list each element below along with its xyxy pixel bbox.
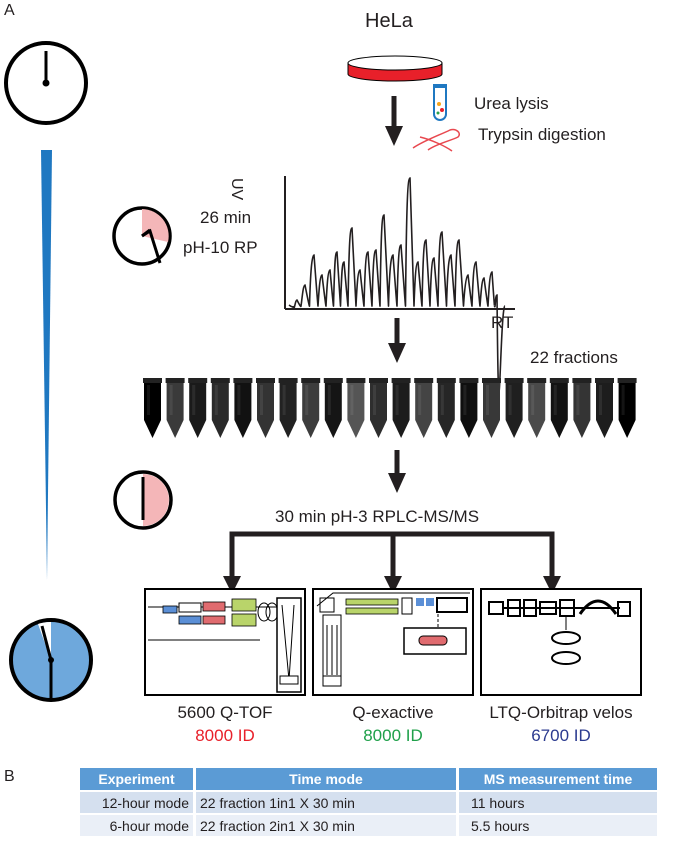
uv-axis-label: UV xyxy=(228,178,245,201)
fraction-tube xyxy=(595,378,614,438)
qexactive-instrument-icon xyxy=(312,588,474,696)
table-header-cell: Time mode xyxy=(194,768,459,791)
table-cell: 12-hour mode xyxy=(80,790,196,814)
instrument-name: LTQ-Orbitrap velos xyxy=(489,703,633,722)
qtof-instrument-icon xyxy=(144,588,306,696)
fraction-tube xyxy=(165,378,185,438)
first-dim-method: pH-10 RP xyxy=(183,238,258,257)
first-dim-time: 26 min xyxy=(200,208,252,227)
fraction-tube xyxy=(482,378,501,438)
orbitrap-instrument-icon xyxy=(480,588,642,696)
fraction-tube xyxy=(549,378,569,438)
trypsin-enzyme-icon xyxy=(412,128,461,152)
fraction-tubes xyxy=(143,378,637,438)
fractions-label: 22 fractions xyxy=(530,348,618,367)
arrow-down-icon xyxy=(385,96,403,146)
table-row: 12-hour mode 22 fraction 1in1 X 30 min 1… xyxy=(80,790,660,814)
second-dim-clock-icon xyxy=(113,470,173,530)
panel-b-letter: B xyxy=(4,768,15,785)
digestion-step-label: Trypsin digestion xyxy=(478,125,606,144)
table-cell: 22 fraction 2in1 X 30 min xyxy=(194,813,459,836)
chromatogram-trace xyxy=(288,177,506,393)
table-row: 6-hour mode 22 fraction 2in1 X 30 min 5.… xyxy=(80,813,660,836)
sample-label: HeLa xyxy=(365,10,413,32)
arrow-down-icon xyxy=(388,450,406,493)
fraction-tube xyxy=(278,378,298,438)
time-mode-table: Experiment Time mode MS measurement time… xyxy=(80,768,660,836)
end-clock-icon xyxy=(9,618,93,702)
fraction-tube xyxy=(436,378,456,438)
table-cell: 22 fraction 1in1 X 30 min xyxy=(194,790,459,814)
instrument-name: Q-exactive xyxy=(352,703,434,722)
second-dim-label: 30 min pH-3 RPLC-MS/MS xyxy=(275,507,480,526)
fraction-tube xyxy=(391,378,411,438)
fraction-tube xyxy=(233,378,253,438)
fraction-tube xyxy=(301,378,321,438)
start-clock-icon xyxy=(4,41,88,125)
cell-culture-dish-icon xyxy=(347,55,443,82)
fraction-tube xyxy=(256,378,275,438)
fraction-tube xyxy=(210,378,230,438)
table-header-row: Experiment Time mode MS measurement time xyxy=(80,768,660,791)
fraction-tube xyxy=(527,378,547,438)
test-tube-icon xyxy=(433,84,447,121)
panel-a-letter: A xyxy=(4,2,15,19)
table-header-cell: MS measurement time xyxy=(457,768,660,791)
arrow-head-qexactive xyxy=(384,576,402,594)
instrument-ids: 8000 ID xyxy=(195,726,255,745)
fraction-tube xyxy=(188,378,208,438)
fraction-tube xyxy=(369,378,388,438)
instrument-ids: 8000 ID xyxy=(363,726,423,745)
first-dim-clock-icon xyxy=(112,206,172,266)
fraction-tube xyxy=(143,378,162,438)
table-cell: 6-hour mode xyxy=(80,813,196,836)
chromatogram-line xyxy=(288,177,506,393)
instrument-ids: 6700 ID xyxy=(531,726,591,745)
branch-arrows xyxy=(229,531,555,579)
fraction-tube xyxy=(414,378,434,438)
rt-axis-label: RT xyxy=(491,313,514,332)
table-cell: 11 hours xyxy=(457,790,660,814)
instrument-name: 5600 Q-TOF xyxy=(177,703,273,722)
lysis-step-label: Urea lysis xyxy=(474,94,549,113)
arrow-head-qtof xyxy=(223,576,241,594)
fraction-tube xyxy=(323,378,343,438)
chromatogram-axes xyxy=(284,176,515,310)
fraction-tube xyxy=(459,378,479,438)
arrow-head-orbitrap xyxy=(543,576,561,594)
fraction-tube xyxy=(572,378,592,438)
fraction-tube xyxy=(346,378,366,438)
table-header-cell: Experiment xyxy=(80,768,196,791)
arrow-down-icon xyxy=(388,318,406,363)
fraction-tube xyxy=(617,378,637,438)
timeline-wedge xyxy=(41,150,52,580)
fraction-tube xyxy=(504,378,524,438)
table-cell: 5.5 hours xyxy=(457,813,660,836)
